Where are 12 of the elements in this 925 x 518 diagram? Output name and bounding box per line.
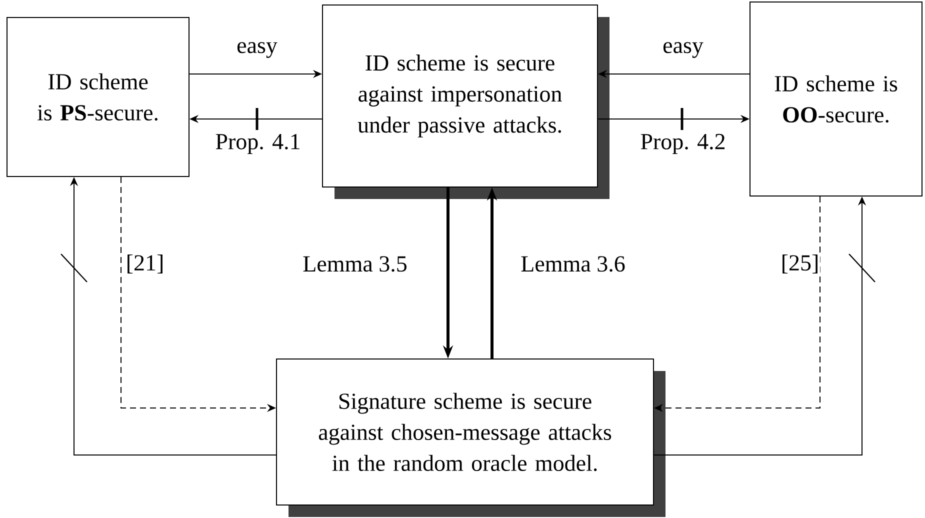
text-box: Signature scheme is secure against chosen-message attacks in the random oracle model. — [276, 358, 666, 517]
edge-label: [25] — [780, 253, 820, 274]
text-box: ID scheme is PS-secure. — [6, 17, 190, 177]
edge-label: Lemma 3.6 — [520, 255, 626, 273]
text-box: ID scheme is OO-secure. — [750, 2, 922, 196]
edge-label: easy — [236, 41, 278, 59]
edge-label: Prop. 4.1 — [214, 132, 302, 156]
edge-label: Prop. 4.2 — [639, 132, 727, 156]
edge-label: easy — [662, 41, 704, 59]
edge-label: Lemma 3.5 — [302, 255, 408, 273]
edge-label: [21] — [124, 253, 166, 274]
text-box: ID scheme is secure against impersonation under passive attacks. — [322, 4, 610, 199]
